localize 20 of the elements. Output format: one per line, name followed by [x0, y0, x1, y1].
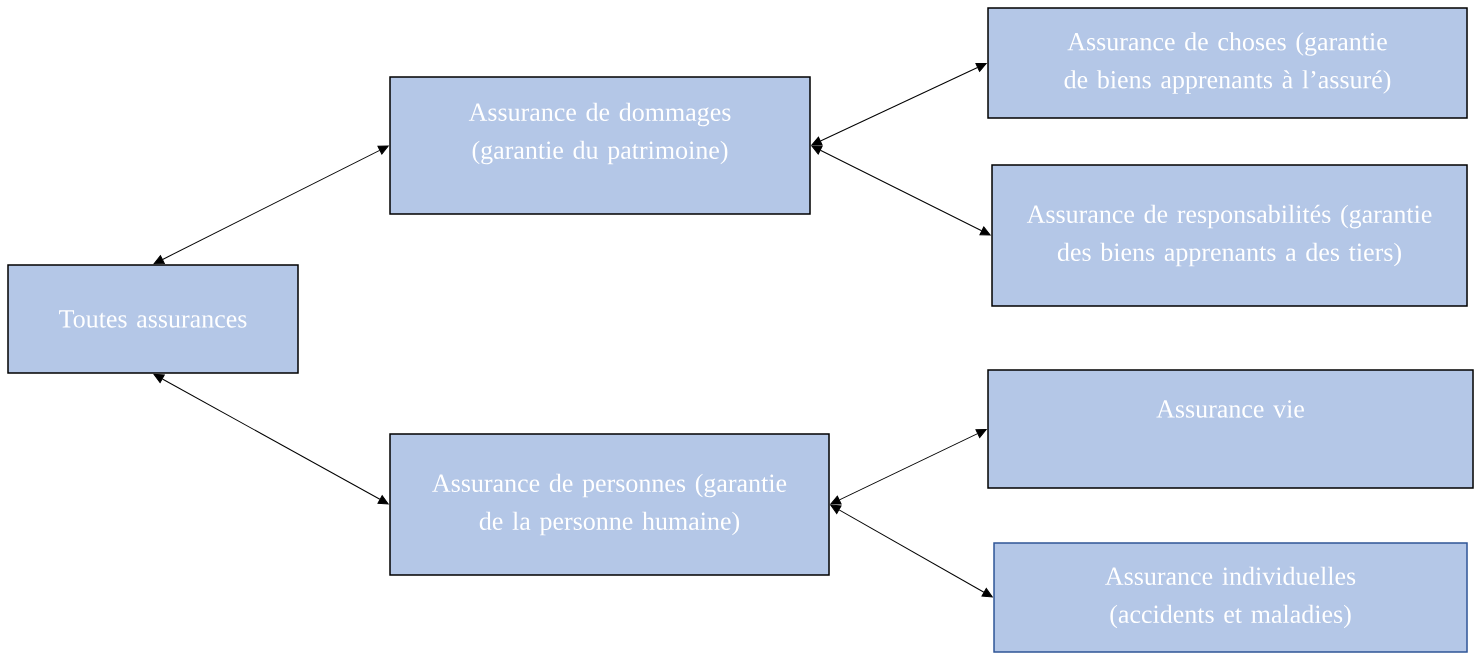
node-label: Toutes assurances [59, 310, 247, 328]
node-label: Assurance de personnes (garantie de la personne humaine) [432, 473, 787, 536]
insurance-box [987, 369, 1474, 489]
insurance-box [7, 264, 299, 374]
arrow [153, 373, 389, 505]
node-label: Assurance vie [1156, 400, 1304, 418]
node-label: Assurance de dommages (garantie du patrimoine) [468, 102, 731, 165]
insurance-box [389, 76, 811, 215]
arrow [153, 145, 389, 265]
arrow [811, 145, 991, 236]
arrow [830, 504, 993, 598]
insurance-box [389, 433, 830, 576]
node-label: Assurance de responsabilités (garantie des biens apprenants a des tiers) [1026, 204, 1432, 267]
insurance-box [987, 7, 1468, 119]
arrow [811, 63, 987, 146]
arrow [830, 429, 987, 505]
node-label: Assurance individuelles (accidents et maladies) [1105, 566, 1356, 629]
node-label: Assurance de choses (garantie de biens apprenants à l’assuré) [1064, 32, 1391, 94]
insurance-box [993, 542, 1468, 653]
insurance-box [991, 164, 1468, 307]
